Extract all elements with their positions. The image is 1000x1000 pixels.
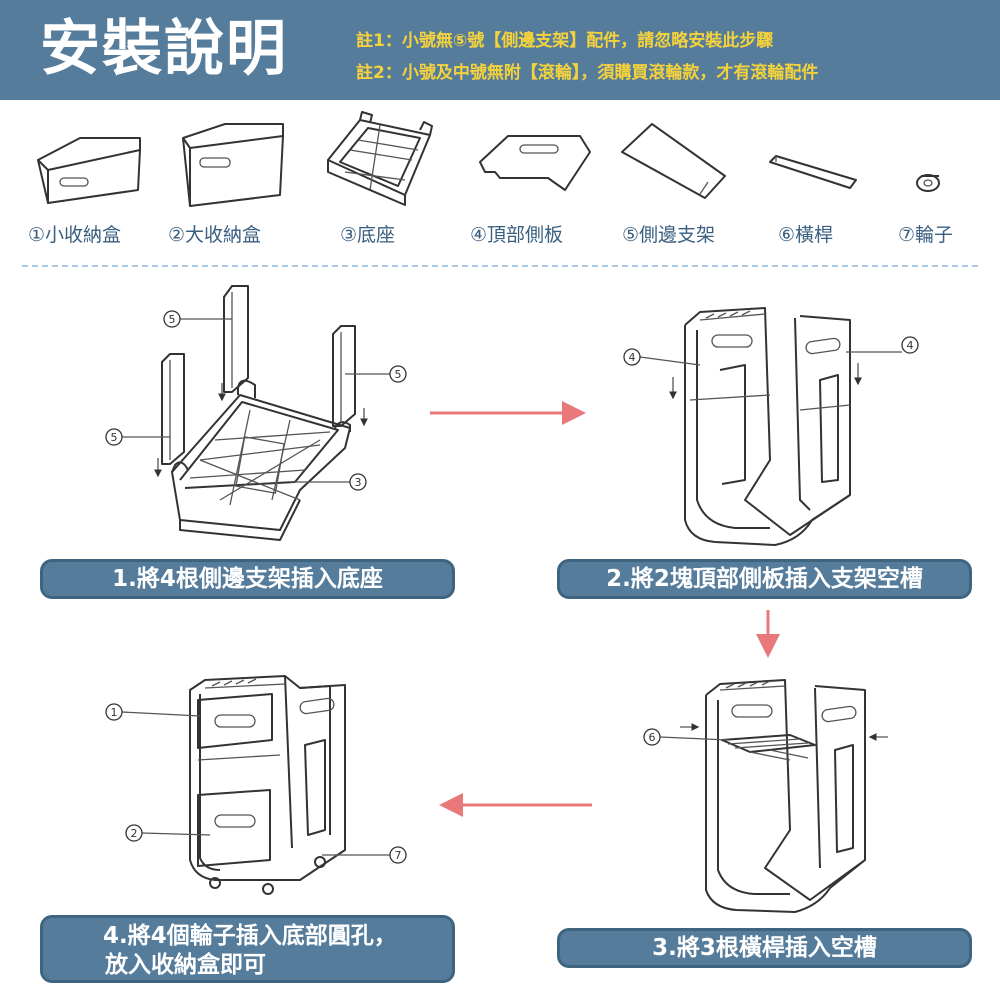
svg-text:5: 5 xyxy=(169,313,176,326)
step4-line1: 4.將4個輪子插入底部圓孔， xyxy=(103,923,397,949)
callout-6: 6 xyxy=(643,728,661,746)
note-1: 註1：小號無⑤號【側邊支架】配件，請忽略安裝此步驟 xyxy=(356,31,774,51)
callout-2: 2 xyxy=(125,824,143,842)
svg-text:3: 3 xyxy=(355,476,362,489)
step1-illustration xyxy=(122,285,390,541)
svg-text:6: 6 xyxy=(649,731,656,744)
dashed-divider xyxy=(22,265,978,267)
top-panel-icon xyxy=(479,135,591,191)
step2-illustration xyxy=(639,307,902,546)
part-label-side-bracket: ⑤側邊支架 xyxy=(622,224,716,246)
part-label-large-box: ②大收納盒 xyxy=(168,224,262,246)
svg-text:4: 4 xyxy=(907,339,914,352)
callout-5a: 5 xyxy=(163,310,181,328)
callout-5c: 5 xyxy=(389,365,407,383)
page-title: 安裝說明 xyxy=(40,14,288,84)
callout-4a: 4 xyxy=(623,348,641,366)
step1-label: 1.將4根側邊支架插入底座 xyxy=(40,559,455,599)
svg-text:5: 5 xyxy=(111,431,118,444)
svg-text:1: 1 xyxy=(111,706,118,719)
callout-5b: 5 xyxy=(105,428,123,446)
part-label-base: ③底座 xyxy=(340,224,396,246)
part-label-top-panel: ④頂部側板 xyxy=(470,224,564,246)
wheel-icon xyxy=(916,174,940,192)
side-bracket-icon xyxy=(621,123,726,199)
callout-3: 3 xyxy=(349,473,367,491)
crossbar-icon xyxy=(769,155,857,189)
step3-label: 3.將3根橫桿插入空槽 xyxy=(557,928,972,968)
note-2: 註2：小號及中號無附【滾輪】，須購買滾輪款，才有滾輪配件 xyxy=(356,63,819,83)
small-box-icon xyxy=(37,137,141,204)
step3-illustration xyxy=(659,679,888,913)
callout-7: 7 xyxy=(389,846,407,864)
step4-line2: 放入收納盒即可 xyxy=(105,952,266,978)
svg-text:2: 2 xyxy=(131,827,138,840)
part-label-small-box: ①小收納盒 xyxy=(28,224,122,246)
header-banner: 安裝說明 註1：小號無⑤號【側邊支架】配件，請忽略安裝此步驟 註2：小號及中號無… xyxy=(0,0,1000,100)
base-icon xyxy=(327,111,433,206)
part-label-crossbar: ⑥橫桿 xyxy=(778,224,834,246)
svg-text:5: 5 xyxy=(395,368,402,381)
svg-text:7: 7 xyxy=(395,849,402,862)
callout-1: 1 xyxy=(105,703,123,721)
part-label-wheel: ⑦輪子 xyxy=(898,224,954,246)
large-box-icon xyxy=(182,123,284,207)
step4-illustration xyxy=(121,675,390,895)
step4-label: 4.將4個輪子插入底部圓孔， 放入收納盒即可 xyxy=(40,915,455,983)
callout-4b: 4 xyxy=(901,336,919,354)
svg-text:4: 4 xyxy=(629,351,636,364)
step2-label: 2.將2塊頂部側板插入支架空槽 xyxy=(557,559,972,599)
